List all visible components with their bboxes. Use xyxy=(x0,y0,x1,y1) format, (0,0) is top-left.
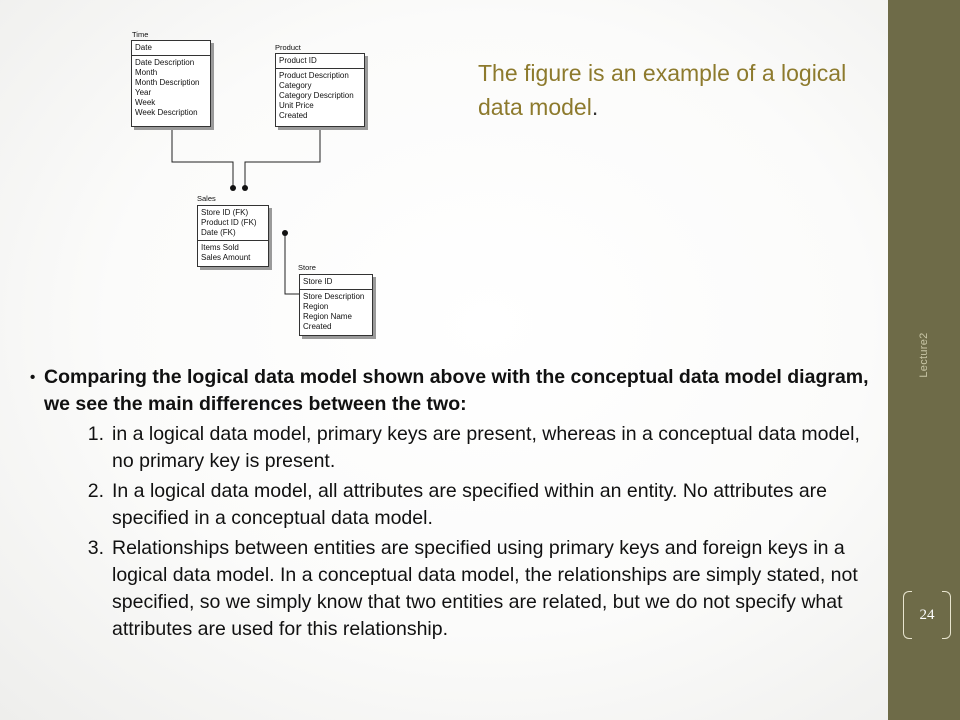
page-number: 24 xyxy=(903,591,951,639)
entity-store-keys: Store ID xyxy=(300,275,372,290)
entity-store-attr: Created xyxy=(303,322,332,331)
numbered-list: 1. in a logical data model, primary keys… xyxy=(30,421,878,643)
product-sales-line xyxy=(244,128,321,186)
entity-time-attr: Year xyxy=(135,88,152,97)
bullet-text: Comparing the logical data model shown a… xyxy=(44,366,869,415)
numbered-item-marker: 1. xyxy=(87,423,104,445)
entity-time-attr: Month xyxy=(135,68,158,77)
entity-sales-attr: Sales Amount xyxy=(201,253,251,262)
entity-time-attr: Week xyxy=(135,98,156,107)
entity-product-attr: Unit Price xyxy=(279,101,314,110)
entity-store-attrs: Store Description Region Region Name Cre… xyxy=(300,290,372,334)
numbered-item-text: in a logical data model, primary keys ar… xyxy=(112,423,860,472)
figure-caption: The figure is an example of a logical da… xyxy=(478,56,878,124)
entity-store-attr: Region xyxy=(303,302,329,311)
page-number-value: 24 xyxy=(919,606,935,623)
entity-sales: Store ID (FK) Product ID (FK) Date (FK) … xyxy=(197,205,269,267)
entity-time-attrs: Date Description Month Month Description… xyxy=(132,56,210,120)
entity-title-store: Store xyxy=(298,263,316,272)
relationship-lines xyxy=(171,128,321,295)
entity-title-product: Product xyxy=(275,43,301,52)
numbered-item-text: Relationships between entities are speci… xyxy=(112,537,858,640)
bullet-dot-icon: • xyxy=(30,369,36,386)
entity-sales-key: Store ID (FK) xyxy=(201,208,249,217)
entity-sales-attr: Items Sold xyxy=(201,243,239,252)
entity-product-attr: Product Description xyxy=(279,71,349,80)
page-bracket-left-icon xyxy=(903,591,912,639)
store-sales-endpoint xyxy=(282,230,288,236)
slide-body: • Comparing the logical data model shown… xyxy=(30,364,878,643)
numbered-item: 3. Relationships between entities are sp… xyxy=(30,535,878,643)
numbered-item-marker: 2. xyxy=(87,480,104,502)
page-bracket-right-icon xyxy=(942,591,951,639)
numbered-item-text: In a logical data model, all attributes … xyxy=(112,480,828,529)
entity-time-attr: Month Description xyxy=(135,78,200,87)
entity-time: Date Date Description Month Month Descri… xyxy=(131,40,211,127)
entity-time-attr: Date Description xyxy=(135,58,195,67)
entity-store-attr: Store Description xyxy=(303,292,365,301)
entity-product-key: Product ID xyxy=(279,56,317,65)
figure-caption-period: . xyxy=(591,94,599,120)
entity-title-time: Time xyxy=(132,30,149,39)
entity-sales-attrs: Items Sold Sales Amount xyxy=(198,241,268,265)
entity-title-sales: Sales xyxy=(197,194,216,203)
product-sales-endpoint xyxy=(242,185,248,191)
entity-store-attr: Region Name xyxy=(303,312,352,321)
bullet-item: • Comparing the logical data model shown… xyxy=(30,364,878,418)
numbered-item: 2. In a logical data model, all attribut… xyxy=(30,478,878,532)
entity-sales-key: Product ID (FK) xyxy=(201,218,257,227)
entity-store: Store ID Store Description Region Region… xyxy=(299,274,373,336)
figure-caption-text: The figure is an example of a logical da… xyxy=(478,60,847,120)
entity-time-key: Date xyxy=(135,43,152,52)
time-sales-endpoint xyxy=(230,185,236,191)
entity-product-keys: Product ID xyxy=(276,54,364,69)
numbered-item: 1. in a logical data model, primary keys… xyxy=(30,421,878,475)
entity-product-attr: Category xyxy=(279,81,312,90)
entity-product: Product ID Product Description Category … xyxy=(275,53,365,127)
slide: Time Date Date Description Month Month D… xyxy=(0,0,888,720)
lecture-label: Lecture2 xyxy=(918,332,930,378)
entity-product-attrs: Product Description Category Category De… xyxy=(276,69,364,123)
entity-product-attr: Created xyxy=(279,111,308,120)
time-sales-line xyxy=(171,128,234,186)
entity-store-key: Store ID xyxy=(303,277,333,286)
logical-data-model-diagram: Time Date Date Description Month Month D… xyxy=(0,0,888,360)
entity-time-keys: Date xyxy=(132,41,210,56)
store-sales-line xyxy=(284,235,300,295)
entity-sales-keys: Store ID (FK) Product ID (FK) Date (FK) xyxy=(198,206,268,241)
entity-product-attr: Category Description xyxy=(279,91,354,100)
sidebar xyxy=(888,0,960,720)
entity-time-attr: Week Description xyxy=(135,108,198,117)
numbered-item-marker: 3. xyxy=(87,537,104,559)
entity-sales-key: Date (FK) xyxy=(201,228,236,237)
